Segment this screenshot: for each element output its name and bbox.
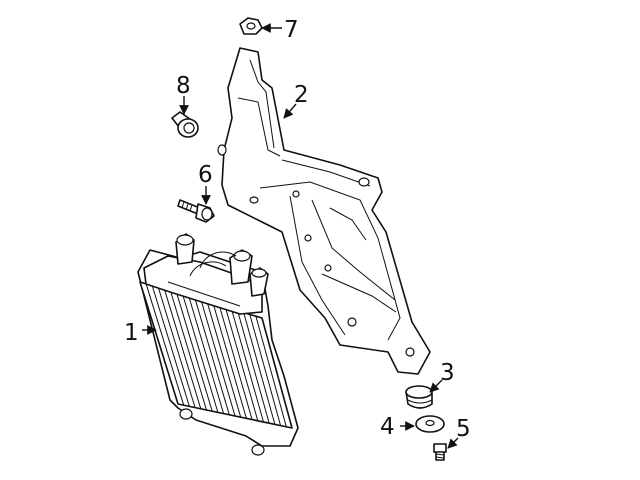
radiator-fin bbox=[231, 308, 264, 423]
leader-2 bbox=[283, 103, 297, 119]
radiator-fin bbox=[224, 307, 259, 421]
radiator-fin bbox=[194, 298, 230, 415]
radiator-fin bbox=[255, 316, 287, 427]
small-bolt-part bbox=[433, 443, 447, 461]
radiator-fin bbox=[151, 285, 190, 407]
leader-lines bbox=[142, 23, 459, 449]
radiator-fin bbox=[249, 314, 282, 426]
callout-4: 4 bbox=[380, 414, 395, 440]
radiator-fin bbox=[212, 303, 247, 419]
grommet-part bbox=[405, 385, 433, 409]
mounting-bracket-part bbox=[217, 47, 431, 375]
radiator-fin bbox=[188, 296, 225, 414]
callout-3: 3 bbox=[440, 360, 455, 386]
radiator-fin bbox=[163, 289, 202, 409]
radiator-fin bbox=[206, 301, 242, 418]
radiator-fins bbox=[145, 283, 287, 427]
radiator-fin bbox=[243, 312, 276, 425]
radiator-fin bbox=[200, 299, 236, 417]
callout-2: 2 bbox=[294, 82, 309, 108]
bushing-part bbox=[171, 111, 199, 138]
nut-part bbox=[239, 17, 263, 35]
washer-part bbox=[415, 415, 445, 433]
radiator-fin bbox=[157, 287, 196, 408]
callout-7: 7 bbox=[284, 17, 299, 43]
radiator-fin bbox=[218, 305, 253, 420]
radiator-fin bbox=[182, 294, 219, 413]
bolt-part bbox=[177, 199, 215, 223]
leader-5 bbox=[447, 437, 459, 449]
callout-labels: 1 2 3 4 5 6 7 8 bbox=[124, 17, 471, 442]
radiator-fin bbox=[145, 283, 185, 406]
radiator-fin bbox=[170, 290, 207, 411]
callout-6: 6 bbox=[198, 162, 213, 188]
callout-8: 8 bbox=[176, 73, 191, 99]
cooler-radiator-part bbox=[137, 233, 299, 456]
callout-5: 5 bbox=[456, 416, 471, 442]
callout-1: 1 bbox=[124, 320, 139, 346]
radiator-fin bbox=[237, 310, 270, 424]
radiator-fin bbox=[176, 292, 213, 412]
leader-3 bbox=[429, 379, 443, 393]
